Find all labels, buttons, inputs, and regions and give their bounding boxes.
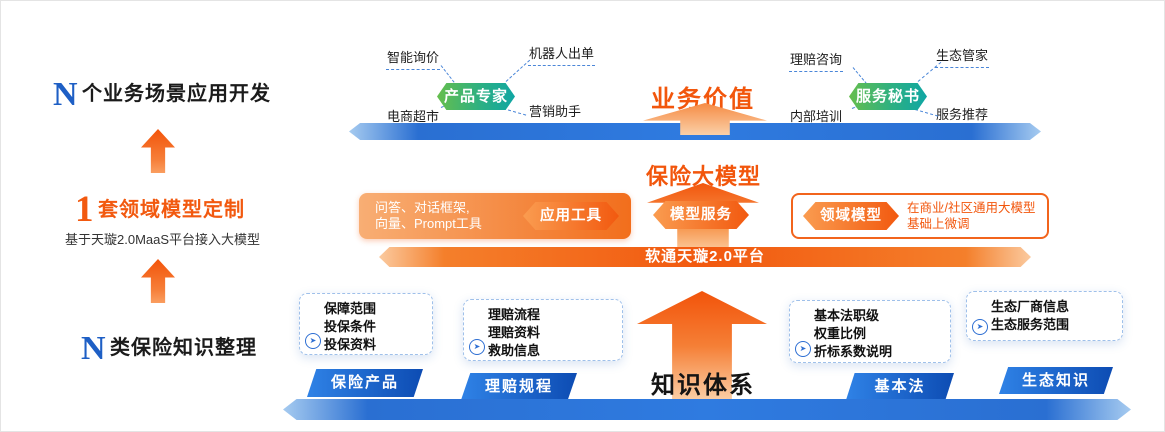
flag-claims-procedure: 理赔规程	[461, 373, 577, 400]
flag-insurance-product: 保险产品	[307, 369, 423, 397]
left-note-knowledge-label: 类保险知识整理	[110, 337, 258, 359]
pill-app-tools: 应用工具	[523, 202, 619, 230]
card-item: 理赔流程	[488, 307, 541, 322]
scenario-label-smart-quote: 智能询价	[386, 47, 441, 70]
scenario-label-claims-consult: 理赔咨询	[789, 49, 844, 72]
connector-line	[502, 108, 527, 116]
scenario-label-robot-policy: 机器人出单	[528, 43, 596, 66]
knowledge-card-eco-knowledge: 生态厂商信息 生态服务范围 ➤	[966, 291, 1123, 341]
app-tools-text-line1: 问答、对话框架,	[375, 200, 470, 215]
badge-service-secretary: 服务秘书	[849, 83, 927, 110]
domain-model-text-line2: 基础上微调	[907, 217, 970, 231]
app-tools-text-line2: 向量、Prompt工具	[375, 216, 482, 231]
pill-domain-model: 领域模型	[803, 202, 899, 230]
bullet-arrow-icon: ➤	[469, 339, 485, 355]
platform-bar-bottom	[283, 399, 1131, 420]
domain-model-box: 领域模型 在商业/社区通用大模型 基础上微调	[791, 193, 1049, 239]
connector-line	[917, 61, 942, 82]
knowledge-card-insurance-product: 保障范围 投保条件 投保资料 ➤	[299, 293, 433, 355]
left-note-knowledge-prefix: N	[81, 330, 106, 367]
pill-model-service: 模型服务	[653, 201, 749, 229]
left-note-app-dev-prefix: N	[53, 76, 78, 113]
flag-eco-knowledge: 生态知识	[999, 367, 1113, 394]
card-item: 权重比例	[814, 326, 867, 341]
platform-bar-middle: 软通天璇2.0平台	[379, 247, 1031, 267]
card-item: 折标系数说明	[814, 344, 893, 359]
left-note-app-dev: N 个业务场景应用开发	[53, 77, 271, 112]
bullet-arrow-icon: ➤	[305, 333, 321, 349]
card-item: 救助信息	[488, 343, 541, 358]
flow-up-arrow-2	[141, 259, 175, 303]
scenario-label-eco-manager: 生态管家	[935, 45, 990, 68]
card-item: 生态厂商信息	[991, 299, 1070, 314]
scenario-label-marketing: 营销助手	[528, 101, 583, 124]
left-note-model-custom-label: 套领域模型定制	[97, 199, 245, 221]
left-note-model-custom: 1 套领域模型定制	[75, 191, 245, 228]
card-item: 生态服务范围	[991, 317, 1070, 332]
card-item: 理赔资料	[488, 325, 541, 340]
connector-line	[505, 59, 531, 82]
bottom-layer-title: 知识体系	[651, 372, 755, 399]
app-tools-box: 问答、对话框架, 向量、Prompt工具 应用工具	[359, 193, 631, 239]
badge-product-expert: 产品专家	[437, 83, 515, 110]
domain-model-text-line1: 在商业/社区通用大模型	[907, 201, 1036, 215]
card-item: 投保条件	[324, 319, 377, 334]
left-note-model-custom-subtitle: 基于天璇2.0MaaS平台接入大模型	[65, 232, 261, 247]
left-note-knowledge: N 类保险知识整理	[81, 331, 257, 366]
card-item: 投保资料	[324, 337, 377, 352]
bullet-arrow-icon: ➤	[972, 319, 988, 335]
card-item: 基本法职级	[814, 308, 880, 323]
knowledge-card-basic-law: 基本法职级 权重比例 折标系数说明 ➤	[789, 300, 951, 363]
card-item: 保障范围	[324, 301, 377, 316]
bullet-arrow-icon: ➤	[795, 341, 811, 357]
knowledge-card-claims-procedure: 理赔流程 理赔资料 救助信息 ➤	[463, 299, 623, 361]
flag-basic-law: 基本法	[846, 373, 954, 400]
flow-up-arrow-1	[141, 129, 175, 173]
left-note-app-dev-label: 个业务场景应用开发	[82, 83, 272, 105]
left-note-model-custom-prefix: 1	[75, 189, 94, 230]
